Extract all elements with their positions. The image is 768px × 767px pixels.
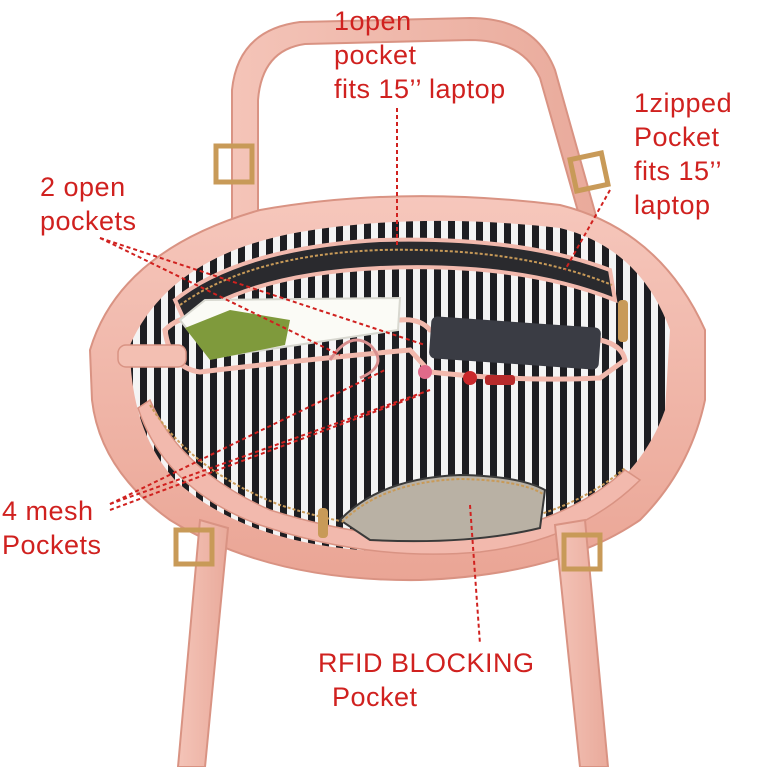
zipped-compartment (172, 237, 618, 326)
top-right-buckle (567, 150, 611, 194)
mesh-line-2: Pockets (2, 530, 102, 560)
leader-rfid (469, 504, 481, 645)
bottom-left-buckle (173, 527, 215, 567)
leader-two-open-a (99, 237, 341, 356)
front-zipper-pull (318, 508, 328, 538)
zipped-line-2: Pocket (634, 122, 720, 152)
tablet (429, 316, 601, 370)
zipped-line-1: 1zipped (634, 88, 733, 118)
open-laptop-line-2: pocket (334, 40, 417, 70)
zipped-line-4: laptop (634, 190, 711, 220)
open-laptop-pocket-label: 1open pocket fits 15’’ laptop (334, 4, 506, 106)
pen-red (463, 371, 477, 385)
leader-two-open-b (99, 237, 426, 346)
open-laptop-line-3: fits 15’’ laptop (334, 74, 506, 104)
rfid-line-2: Pocket (332, 682, 418, 712)
pen-pink (418, 365, 432, 379)
two-open-pockets-label: 2 open pockets (40, 170, 137, 238)
usb-drive (485, 375, 515, 385)
notebook-cover (185, 310, 290, 360)
two-open-line-2: pockets (40, 206, 137, 236)
zipped-line-3: fits 15’’ (634, 156, 723, 186)
rfid-pocket (338, 473, 547, 543)
mesh-line-1: 4 mesh (2, 496, 94, 526)
rear-zipper (179, 248, 613, 306)
zipped-pocket-label: 1zipped Pocket fits 15’’ laptop (634, 86, 732, 222)
side-tab (117, 344, 187, 368)
rfid-zipper (341, 477, 544, 523)
top-left-buckle (213, 143, 255, 185)
front-rim (137, 398, 642, 555)
leader-lines (99, 108, 611, 645)
leader-zipped (564, 189, 611, 271)
open-laptop-line-1: 1open (334, 6, 412, 36)
rfid-line-1: RFID BLOCKING (318, 648, 535, 678)
rfid-pocket-label: RFID BLOCKING Pocket (318, 646, 535, 714)
bottom-right-strap (553, 518, 610, 767)
leader-mesh-a (109, 369, 386, 505)
earphone-cable (328, 338, 380, 380)
mesh-pockets-label: 4 mesh Pockets (2, 494, 102, 562)
two-open-line-1: 2 open (40, 172, 126, 202)
bottom-right-buckle (561, 532, 603, 572)
rear-zipper-pull (618, 300, 628, 342)
leader-mesh-c (109, 394, 421, 511)
leader-mesh-b (109, 389, 431, 505)
bottom-left-strap (176, 518, 230, 767)
